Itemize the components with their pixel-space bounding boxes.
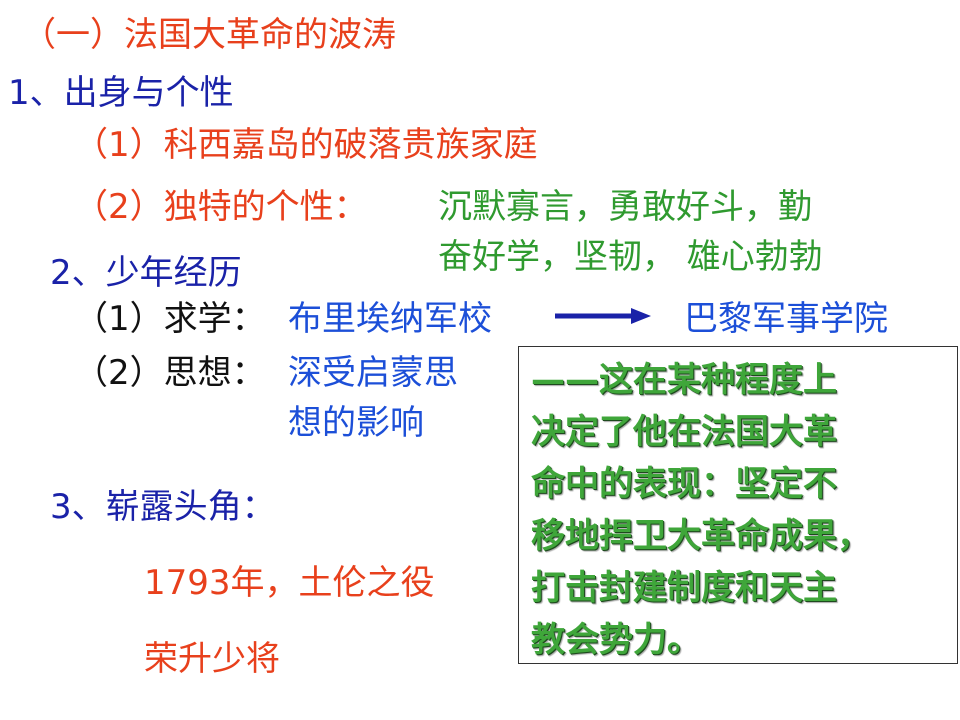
callout-line: ——这在某种程度上 xyxy=(531,360,837,400)
section-title: （一）法国大革命的波涛 xyxy=(22,15,396,55)
item2-sub1-label: （1）求学： xyxy=(74,299,266,339)
personality-line1: 沉默寡言，勇敢好斗，勤 xyxy=(438,187,812,227)
callout-box: ——这在某种程度上 决定了他在法国大革 命中的表现：坚定不 移地捍卫大革命成果，… xyxy=(518,346,958,664)
item2-sub2-label: （2）思想： xyxy=(74,353,266,393)
thought-line1: 深受启蒙思 xyxy=(288,353,458,393)
callout-line: 决定了他在法国大革 xyxy=(531,412,837,452)
item2-heading: 2、少年经历 xyxy=(50,253,242,293)
thought-line2: 想的影响 xyxy=(288,403,424,443)
school-from: 布里埃纳军校 xyxy=(288,299,492,339)
callout-line: 命中的表现：坚定不 xyxy=(531,464,837,504)
callout-line: 教会势力。 xyxy=(531,620,701,660)
item3-line1: 1793年，土伦之役 xyxy=(144,563,435,603)
callout-line: 打击封建制度和天主 xyxy=(531,568,837,608)
right-arrow-icon xyxy=(555,308,651,324)
item1-sub1: （1）科西嘉岛的破落贵族家庭 xyxy=(74,125,538,165)
item1-sub2-label: （2）独特的个性： xyxy=(74,187,368,227)
personality-line2: 奋好学，坚韧， 雄心勃勃 xyxy=(438,237,823,277)
item3-heading: 3、崭露头角： xyxy=(50,487,276,527)
item1-heading: 1、出身与个性 xyxy=(8,73,234,113)
callout-line: 移地捍卫大革命成果， xyxy=(531,516,871,556)
school-to: 巴黎军事学院 xyxy=(684,299,888,339)
item3-line2: 荣升少将 xyxy=(144,639,280,679)
